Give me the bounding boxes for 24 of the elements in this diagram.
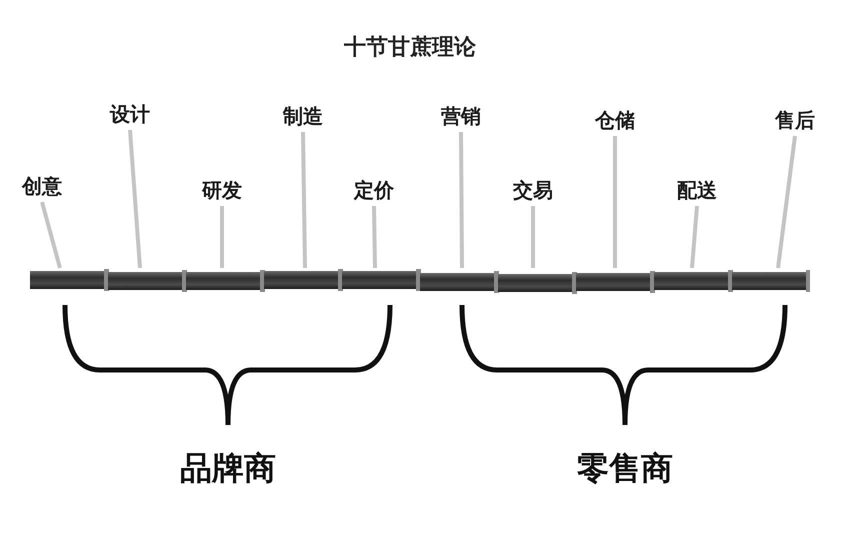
leader-line [459,132,464,268]
stage-label: 仓储 [583,106,647,134]
stage-label: 设计 [98,100,162,128]
sugarcane-drawing [30,268,810,294]
stage-label: 制造 [271,102,335,130]
stage-label: 售后 [763,106,827,134]
stage-label: 定价 [342,176,406,204]
leader-line [40,201,62,269]
leader-line [776,136,797,268]
stage-label: 营销 [429,102,493,130]
leader-line [372,206,377,268]
stage-label: 交易 [501,176,565,204]
leader-line [613,136,617,268]
diagram-title: 十节甘蔗理论 [343,34,477,62]
leader-line [220,206,224,268]
leader-line [690,206,699,268]
leader-line [301,132,307,268]
group-label: 品牌商 [179,448,277,489]
group-label: 零售商 [576,448,674,489]
leader-line [531,206,535,268]
stage-label: 创意 [10,172,74,200]
stage-label: 配送 [665,176,729,204]
leader-line [128,130,142,268]
stage-label: 研发 [190,176,254,204]
